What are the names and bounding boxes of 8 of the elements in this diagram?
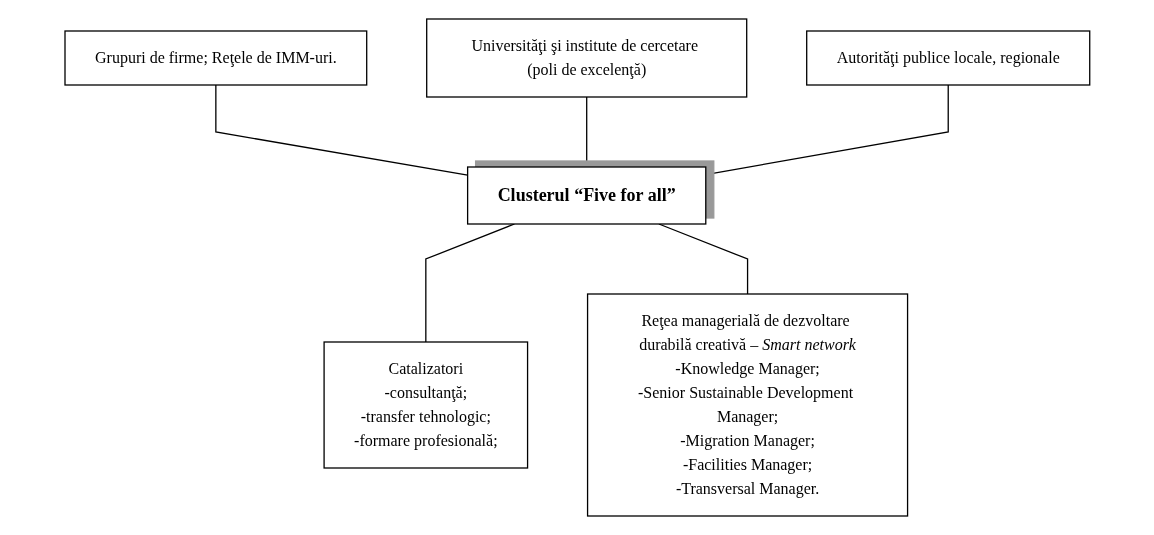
node-box: Clusterul “Five for all”: [466, 166, 707, 225]
node-box: Universităţi şi institute de cercetare (poli de excelenţă): [425, 18, 747, 98]
connector: [214, 84, 468, 176]
node-box: Catalizatori -consultanţă; -transfer tehnologic; -formare profesională;: [323, 341, 528, 469]
node-box: Autorităţi publice locale, regionale: [805, 30, 1090, 86]
node-box: Reţea managerială de dezvoltare durabilă creativă – Smart network -Knowledge Manager; -Senior Sustainable Development Manager; -Migration Manager; -Facilities Manager; -Transversal Manager.: [586, 293, 908, 517]
node-box: Grupuri de firme; Reţele de IMM-uri.: [63, 30, 367, 86]
connector: [585, 96, 587, 168]
